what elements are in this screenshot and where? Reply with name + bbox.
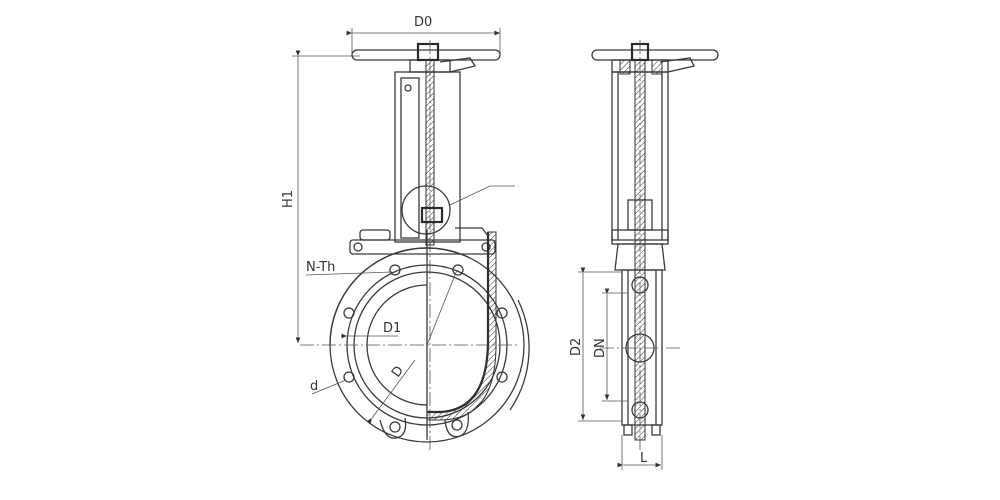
- h1-dimension: H1: [281, 50, 360, 343]
- d0-label: D0: [414, 15, 432, 30]
- dn-label: DN: [593, 338, 608, 358]
- n-th-label: N-Th: [306, 260, 335, 275]
- l-dimension: L: [617, 435, 663, 470]
- l-label: L: [640, 451, 648, 466]
- d-label: d: [310, 379, 318, 394]
- side-handwheel: [591, 42, 719, 75]
- side-view: D2 DN L: [569, 40, 719, 470]
- front-view: D0 H1: [281, 15, 530, 450]
- side-yoke: [611, 40, 669, 450]
- side-body: [600, 243, 680, 436]
- h1-label: H1: [281, 190, 296, 208]
- valve-body: [329, 227, 530, 443]
- yoke: [394, 40, 515, 450]
- d2-label: D2: [569, 338, 584, 356]
- d2-dimension: D2: [569, 267, 622, 422]
- bolt-holes: [343, 264, 508, 383]
- d0-dimension: D0: [346, 15, 501, 55]
- d-outer-label: D: [389, 363, 407, 380]
- dn-dimension: DN: [593, 288, 628, 402]
- d1-label: D1: [383, 321, 401, 336]
